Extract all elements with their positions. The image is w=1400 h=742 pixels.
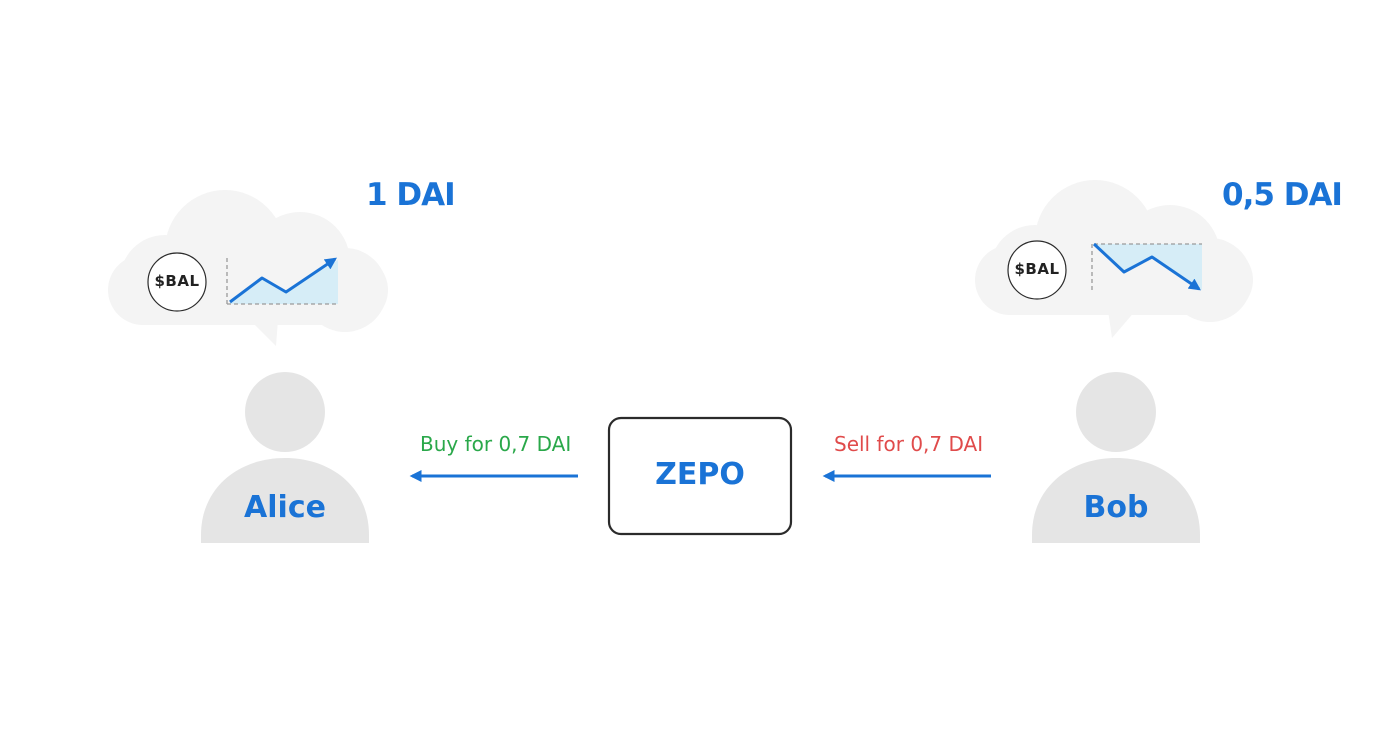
exchange-name-label: ZEPO (655, 457, 745, 492)
bob-price-label: 0,5 DAI (1222, 177, 1343, 213)
bob-trend-down-icon (1091, 242, 1202, 292)
bob-token-label: $BAL (1014, 260, 1060, 278)
bob-person-icon (1032, 372, 1200, 543)
bob-coin-badge-icon (1007, 240, 1067, 300)
alice-coin-badge-icon (147, 252, 207, 312)
buy-trade-label: Buy for 0,7 DAI (420, 432, 572, 456)
exchange-box (607, 416, 793, 536)
sell-trade-label: Sell for 0,7 DAI (834, 432, 984, 456)
alice-trend-up-icon (226, 257, 338, 305)
alice-token-label: $BAL (154, 272, 200, 290)
alice-person-icon (201, 372, 369, 543)
alice-name-label: Alice (244, 490, 326, 525)
alice-price-label: 1 DAI (366, 177, 456, 213)
bob-name-label: Bob (1083, 490, 1149, 525)
alice-thought-cloud-icon (108, 190, 388, 346)
